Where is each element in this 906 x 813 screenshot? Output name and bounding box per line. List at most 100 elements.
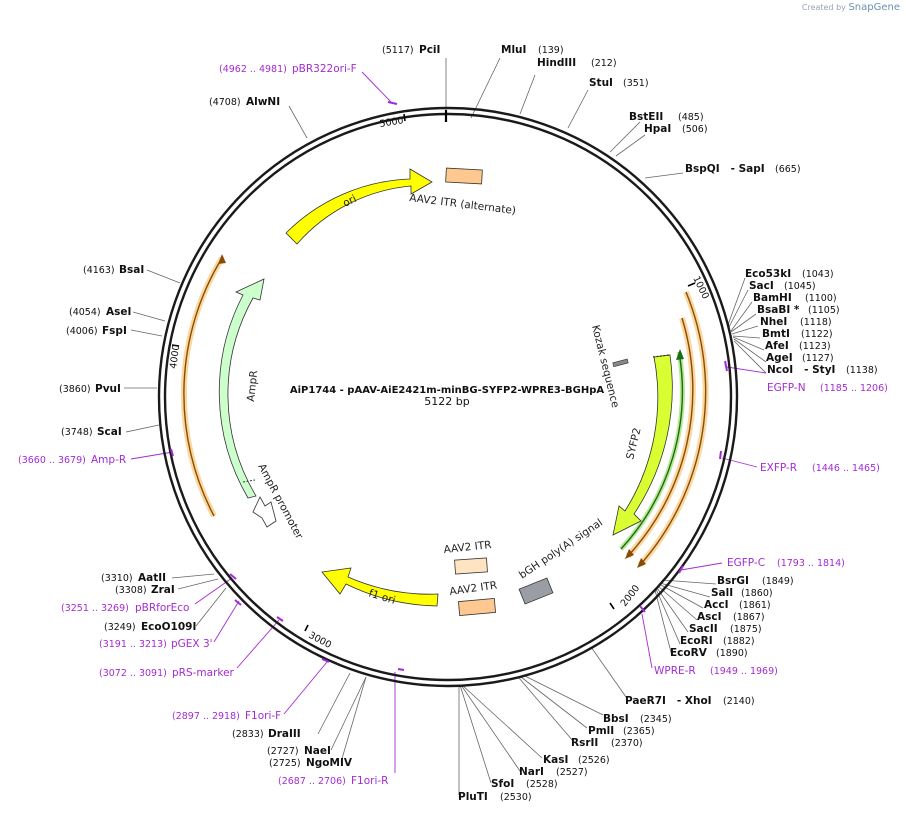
site-pos-sali: (1860) <box>741 588 773 599</box>
site-pos-ecorv: (1890) <box>716 648 748 659</box>
site-name-asei[interactable]: AseI <box>106 306 131 318</box>
site-name-scai[interactable]: ScaI <box>97 426 122 438</box>
tick-1000: 1000 <box>690 274 710 301</box>
site-pos-bamhi: (1100) <box>805 293 837 304</box>
site-labels: (5117) PciI MluI (139) HindIII (212) Stu… <box>59 44 878 803</box>
site-name-pcii[interactable]: PciI <box>419 44 440 56</box>
primer-pos-pgex3: (3191 .. 3213) <box>99 639 167 650</box>
primer-labels: (4962 .. 4981) pBR322ori-F EGFP-N (1185 … <box>18 63 888 787</box>
kozak-box <box>612 358 629 368</box>
primer-bars <box>170 101 728 671</box>
primer-name-pbrforeco[interactable]: pBRforEco <box>135 602 189 614</box>
site-name-bsteii[interactable]: BstEII <box>629 111 663 123</box>
site-name-saci[interactable]: SacI <box>749 280 774 292</box>
site-name-bspqi-sapi[interactable]: BspQI - SapI <box>685 163 765 175</box>
primer-name-egfp-n[interactable]: EGFP-N <box>767 382 806 394</box>
plasmid-length: 5122 bp <box>424 395 469 408</box>
site-pos-bsai: (4163) <box>83 265 115 276</box>
site-pos-naei: (2727) <box>267 746 299 757</box>
site-name-asci[interactable]: AscI <box>697 611 722 623</box>
primer-pos-f1ori-r: (2687 .. 2706) <box>278 776 346 787</box>
site-name-ngomiv[interactable]: NgoMIV <box>306 757 353 769</box>
tick-3000: 3000 <box>307 630 334 651</box>
site-name-eco53ki[interactable]: Eco53kI <box>745 268 791 280</box>
site-name-hindiii[interactable]: HindIII <box>537 57 576 69</box>
site-pos-bspqi-sapi: (665) <box>775 164 801 175</box>
ori-label: ori <box>341 193 359 210</box>
site-name-bamhi[interactable]: BamHI <box>753 292 792 304</box>
site-pos-nari: (2527) <box>556 767 588 778</box>
primer-name-f1ori-f[interactable]: F1ori-F <box>245 710 281 722</box>
site-name-sfoi[interactable]: SfoI <box>491 778 514 790</box>
site-name-alwni[interactable]: AlwNI <box>246 96 280 108</box>
kozak-label: Kozak sequence <box>589 324 621 409</box>
primer-pos-wpre-r: (1949 .. 1969) <box>710 666 778 677</box>
ori-arrow <box>285 168 433 245</box>
site-name-ecoo109i[interactable]: EcoO109I <box>141 621 196 633</box>
site-pos-asei: (4054) <box>69 307 101 318</box>
site-name-draiii[interactable]: DraIII <box>268 728 301 740</box>
f1-ori-arrow <box>321 567 439 607</box>
site-pos-agei: (1127) <box>802 353 834 364</box>
tick-5000: 5000 <box>379 115 405 130</box>
site-name-pluti[interactable]: PluTI <box>458 791 488 803</box>
primer-name-egfp-c[interactable]: EGFP-C <box>727 557 765 569</box>
site-name-hpai[interactable]: HpaI <box>644 123 671 135</box>
site-name-acci[interactable]: AccI <box>704 599 728 611</box>
site-pos-bsrgi: (1849) <box>762 576 794 587</box>
primer-pos-amp-r: (3660 .. 3679) <box>18 455 86 466</box>
site-pos-bmti: (1122) <box>801 329 833 340</box>
site-name-rsrii[interactable]: RsrII <box>571 737 598 749</box>
site-pos-pvui: (3860) <box>59 384 91 395</box>
site-name-bsabi[interactable]: BsaBI * <box>757 304 800 316</box>
site-name-paer7i-xhoi[interactable]: PaeR7I - XhoI <box>625 695 712 707</box>
primer-name-amp-r[interactable]: Amp-R <box>91 454 126 466</box>
site-name-sali[interactable]: SalI <box>711 587 733 599</box>
site-name-pvui[interactable]: PvuI <box>95 383 121 395</box>
aav2-itr-label-2: AAV2 ITR <box>449 579 498 598</box>
site-name-nhei[interactable]: NheI <box>760 316 787 328</box>
primer-pos-pbrforeco: (3251 .. 3269) <box>61 603 129 614</box>
site-pos-kasi: (2526) <box>578 755 610 766</box>
aav2-itr-box-1 <box>454 557 488 575</box>
snapgene-credit: Created by SnapGene <box>802 2 900 13</box>
site-name-aatii[interactable]: AatII <box>138 572 166 584</box>
site-pos-sfoi: (2528) <box>526 779 558 790</box>
f1-ori-label: f1 ori <box>367 587 397 606</box>
primer-name-exfp-r[interactable]: EXFP-R <box>760 462 797 474</box>
site-name-agei[interactable]: AgeI <box>766 352 793 364</box>
primer-name-f1ori-r[interactable]: F1ori-R <box>351 775 388 787</box>
site-name-bsrgi[interactable]: BsrGI <box>717 575 749 587</box>
site-name-stui[interactable]: StuI <box>589 77 613 89</box>
primer-name-prs-marker[interactable]: pRS-marker <box>172 667 235 679</box>
site-name-ecorv[interactable]: EcoRV <box>670 647 708 659</box>
credit-brand: SnapGene <box>848 2 900 13</box>
site-name-afei[interactable]: AfeI <box>765 340 789 352</box>
site-name-zrai[interactable]: ZraI <box>151 584 175 596</box>
primer-name-pbr322ori-f[interactable]: pBR322ori-F <box>292 63 357 75</box>
site-pos-draiii: (2833) <box>232 729 264 740</box>
site-name-bmti[interactable]: BmtI <box>762 328 790 340</box>
site-name-bsai[interactable]: BsaI <box>119 264 144 276</box>
aav2-itr-box-2 <box>458 598 496 616</box>
site-name-sacii[interactable]: SacII <box>689 623 718 635</box>
site-pos-asci: (1867) <box>733 612 765 623</box>
sYFP2-dotted-mark <box>652 354 670 358</box>
primer-pos-exfp-r: (1446 .. 1465) <box>812 463 880 474</box>
site-pos-hpai: (506) <box>682 124 708 135</box>
site-pos-bsabi: (1105) <box>808 305 840 316</box>
site-name-nari[interactable]: NarI <box>519 766 544 778</box>
site-name-kasi[interactable]: KasI <box>543 754 568 766</box>
site-name-fspi[interactable]: FspI <box>102 325 127 337</box>
primer-name-wpre-r[interactable]: WPRE-R <box>654 665 696 677</box>
site-name-pmli[interactable]: PmlI <box>588 725 614 737</box>
site-name-naei[interactable]: NaeI <box>304 745 331 757</box>
primer-name-pgex3[interactable]: pGEX 3' <box>171 638 213 650</box>
site-pos-nhei: (1118) <box>800 317 832 328</box>
site-name-mlui[interactable]: MluI <box>501 44 526 56</box>
site-pos-eco53ki: (1043) <box>802 269 834 280</box>
site-name-bbsi[interactable]: BbsI <box>603 713 629 725</box>
site-name-ncoi-styi[interactable]: NcoI - StyI <box>767 364 835 376</box>
site-name-ecori[interactable]: EcoRI <box>680 635 713 647</box>
